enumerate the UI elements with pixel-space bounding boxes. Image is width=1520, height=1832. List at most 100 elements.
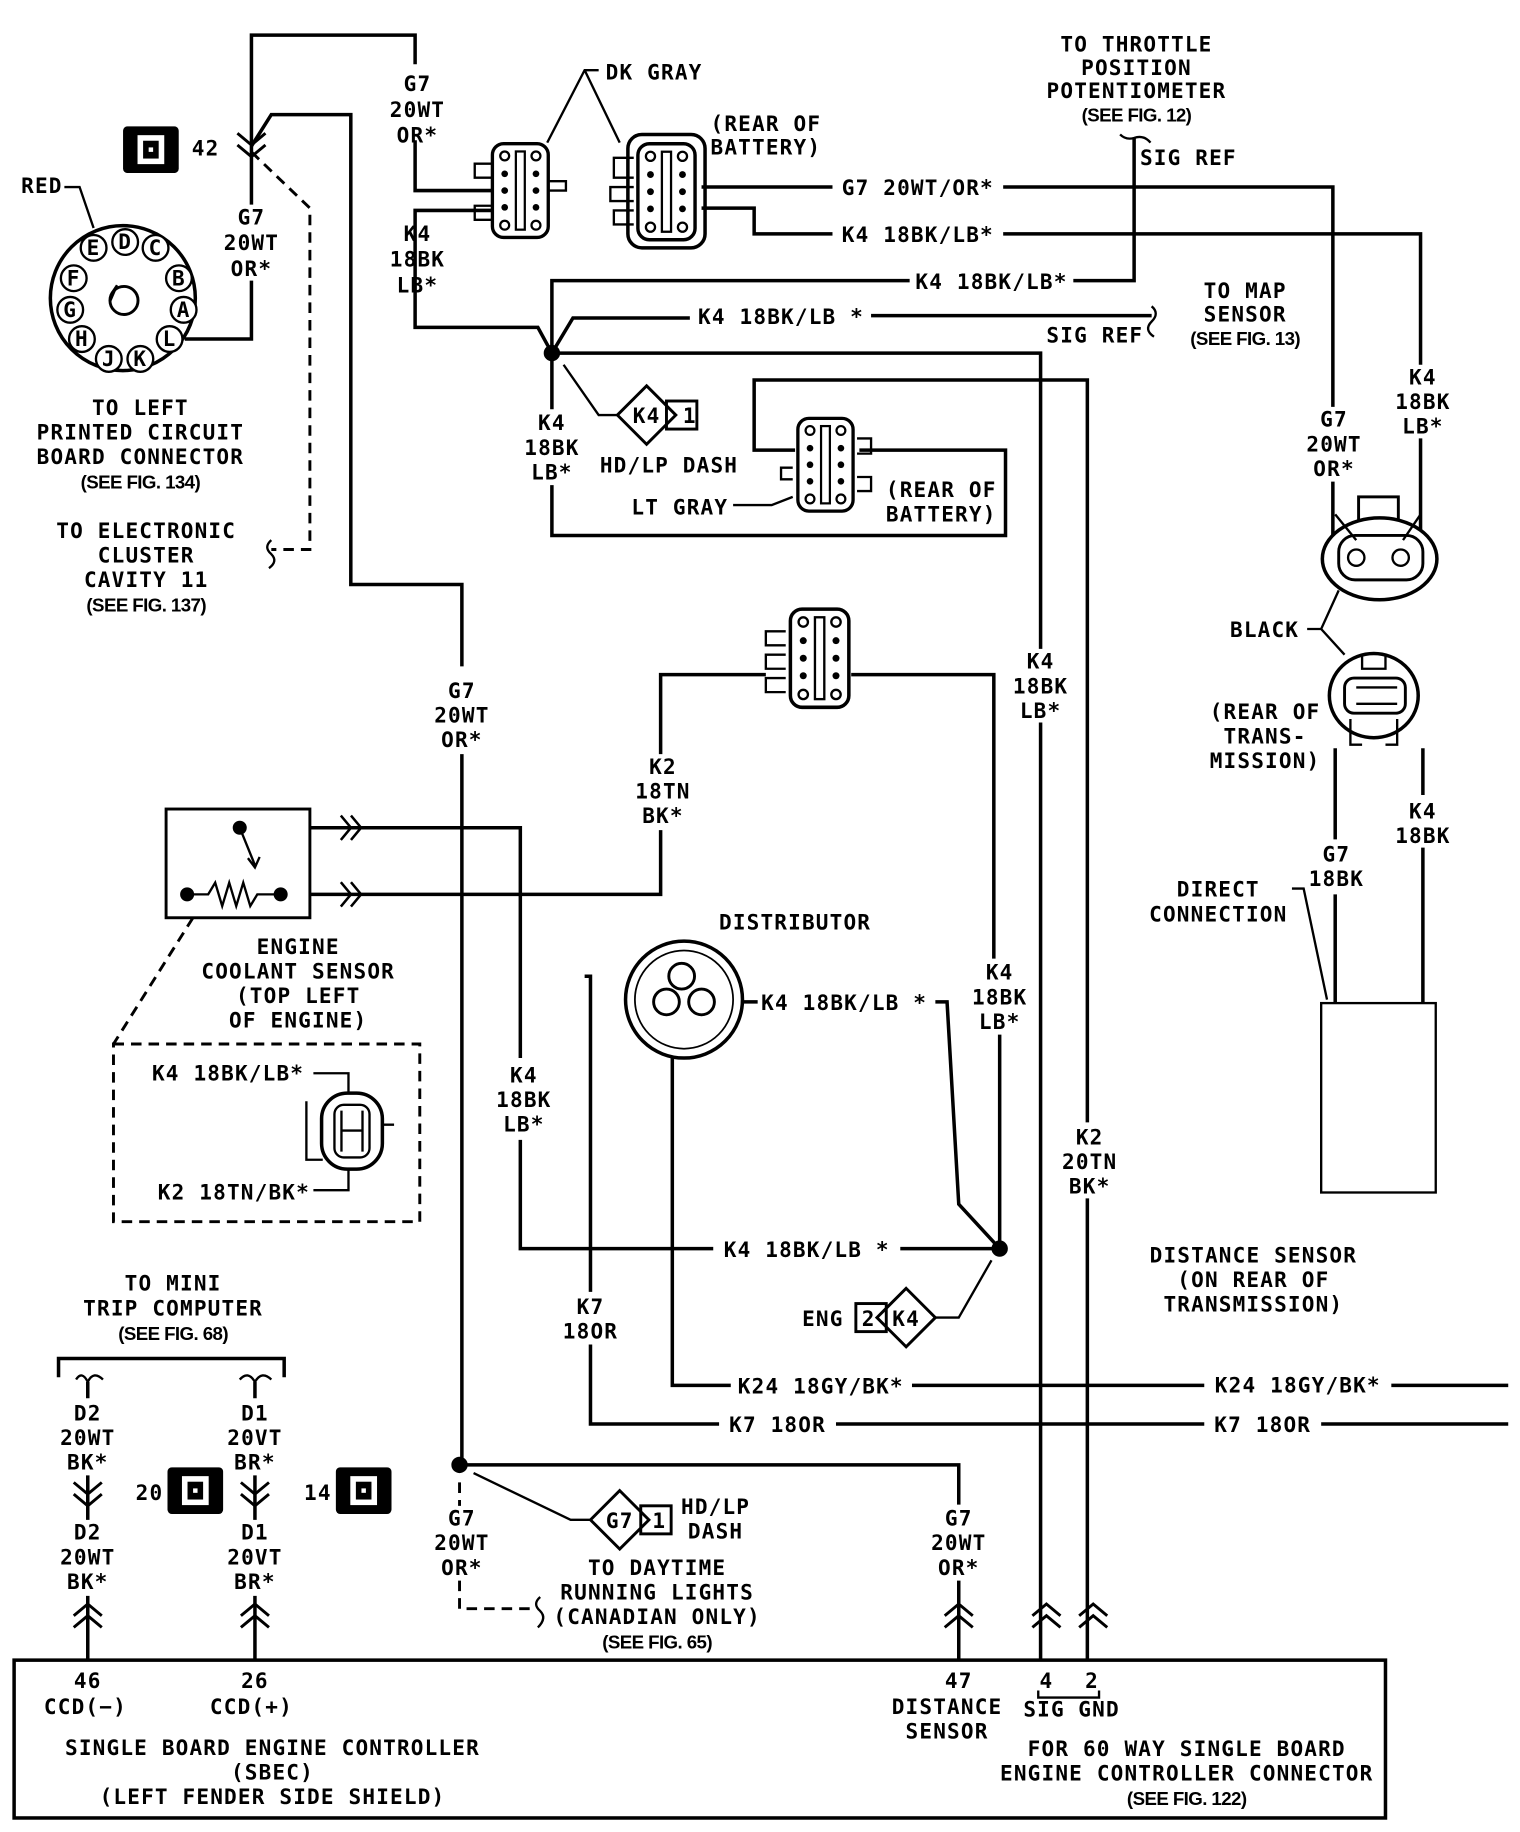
splice-junction-k4-top (543, 344, 561, 362)
dk-gray-label: DK GRAY (606, 59, 703, 84)
engine-coolant-sensor-label-line: OF ENGINE) (229, 1008, 367, 1033)
splice-circuit: K4 (633, 403, 661, 428)
distributor-harness-connector[interactable] (764, 607, 851, 710)
pin-name-line: GND (1078, 1696, 1120, 1721)
rear-of-transmission-label-line: (REAR OF (1210, 699, 1321, 724)
rear-of-battery-label-line: BATTERY) (886, 501, 997, 526)
wire-label-line: LB* (1402, 414, 1444, 439)
electronic-cluster-label-line: TO ELECTRONIC (56, 518, 236, 543)
dk-gray-connector-a[interactable] (473, 141, 568, 240)
lt-gray-connector-rear-of-battery[interactable] (779, 416, 873, 513)
rear-of-transmission-label-line: MISSION) (1210, 748, 1321, 773)
wire-k4-distributor (742, 1000, 1001, 1250)
wire-label: K7 18OR (1214, 1412, 1310, 1437)
wire-label-line: OR* (441, 1555, 483, 1580)
wire-label-line: LB* (397, 272, 439, 297)
direct-connection-arrow (1291, 887, 1329, 1000)
engine-coolant-sensor[interactable] (164, 807, 312, 920)
wire-label-line: G7 (945, 1506, 973, 1531)
wire-label-line: 20VT (227, 1544, 282, 1569)
wire-label-line: 18BK (1395, 823, 1450, 848)
wire-label-line: K24 18GY/BK* (1215, 1372, 1381, 1397)
pin-d-icon (111, 227, 140, 257)
rear-of-transmission-label-line: TRANS- (1224, 724, 1307, 749)
wire-label-line: K4 (538, 410, 566, 435)
connector-14[interactable]: 14 (304, 1467, 392, 1515)
connector-8way-icon (490, 141, 550, 240)
distance-sensor-label-line: (ON REAR OF (1177, 1267, 1329, 1292)
wire-g7-bottom (459, 1463, 961, 1661)
wire-label-line: OR* (1313, 456, 1355, 481)
wire-label: K4 18BK/LB * (698, 304, 863, 329)
pin-c-icon (141, 233, 170, 262)
pin-name-line: SIG (1023, 1696, 1064, 1721)
distributor[interactable] (623, 939, 745, 1060)
connector-20[interactable]: 20 (136, 1467, 224, 1515)
wire-label-line: BR* (234, 1450, 276, 1475)
wires (56, 33, 1509, 1661)
black-connector-lower[interactable] (1327, 651, 1420, 746)
wire-g7-main (249, 112, 464, 1468)
lt-gray-arrow (733, 495, 794, 507)
wire-label-line: K2 18TN/BK* (158, 1180, 310, 1205)
cluster-squiggle (266, 539, 276, 570)
wire-label-line: 20WT (60, 1544, 115, 1569)
wire-label-line: 20WT (931, 1530, 986, 1555)
wire-label-line: OR* (441, 727, 483, 752)
pin-letter: D (118, 229, 132, 254)
rear-of-battery-label-line: (REAR OF (886, 477, 997, 502)
electronic-cluster-label-line: CLUSTER (98, 542, 195, 567)
engine-coolant-sensor-label-line: (TOP LEFT (236, 983, 360, 1008)
connector-42[interactable]: 42 (123, 126, 219, 174)
sixty-way-connector-label-line: (SEE FIG. 122) (1127, 1788, 1247, 1809)
splice-circuit: K4 (892, 1306, 920, 1331)
distance-sensor-body[interactable] (1320, 1001, 1437, 1194)
splice-junction-k4-bottom (991, 1240, 1008, 1257)
splice-junction-g7 (451, 1456, 468, 1474)
wire-label-line: K7 18OR (729, 1412, 826, 1437)
connector-8way-icon (636, 141, 697, 242)
dk-gray-connector-b-rear-of-battery[interactable] (609, 132, 707, 250)
sbec-controller-box (12, 1658, 1388, 1820)
pin-name-line: CCD(−) (44, 1694, 127, 1719)
wire-label-line: 18BK (1013, 673, 1068, 698)
wire-label-line: D1 (241, 1520, 269, 1545)
round-connector-body (48, 223, 198, 373)
wire-label-line: G7 20WT/OR* (842, 175, 994, 200)
wire-label-line: LB* (503, 1112, 545, 1137)
pin-letter: K (133, 346, 147, 371)
pin-number: 4 (1040, 1668, 1054, 1693)
wire-label-line: 18OR (563, 1319, 618, 1344)
inline-connector-2-icon (1077, 1602, 1109, 1629)
throttle-position-label-line: POSITION (1081, 55, 1192, 80)
mini-trip-computer-label-line: TO MINI (125, 1271, 222, 1296)
black-connector-upper[interactable] (1320, 495, 1439, 602)
electronic-cluster-label-line: CAVITY 11 (84, 567, 208, 592)
hdlp-dash-label-line: HD/LP (681, 1494, 750, 1519)
wire-label-line: 20WT (224, 230, 279, 255)
wire-label-line: LB* (531, 459, 573, 484)
pin-letter: H (75, 326, 89, 351)
splice-circuit: G7 (606, 1508, 634, 1533)
wire-cluster-dashed (250, 150, 312, 551)
daytime-running-lights-label-line: TO DAYTIME (588, 1555, 726, 1580)
sixty-way-connector-label-line: ENGINE CONTROLLER CONNECTOR (1000, 1761, 1373, 1786)
throttle-squiggle (1119, 133, 1152, 144)
wire-label-line: LB* (1020, 698, 1061, 723)
wire-label-line: BK* (1069, 1174, 1111, 1199)
wire-label-line: 20VT (227, 1425, 282, 1450)
wire-label-line: OR* (397, 123, 439, 148)
